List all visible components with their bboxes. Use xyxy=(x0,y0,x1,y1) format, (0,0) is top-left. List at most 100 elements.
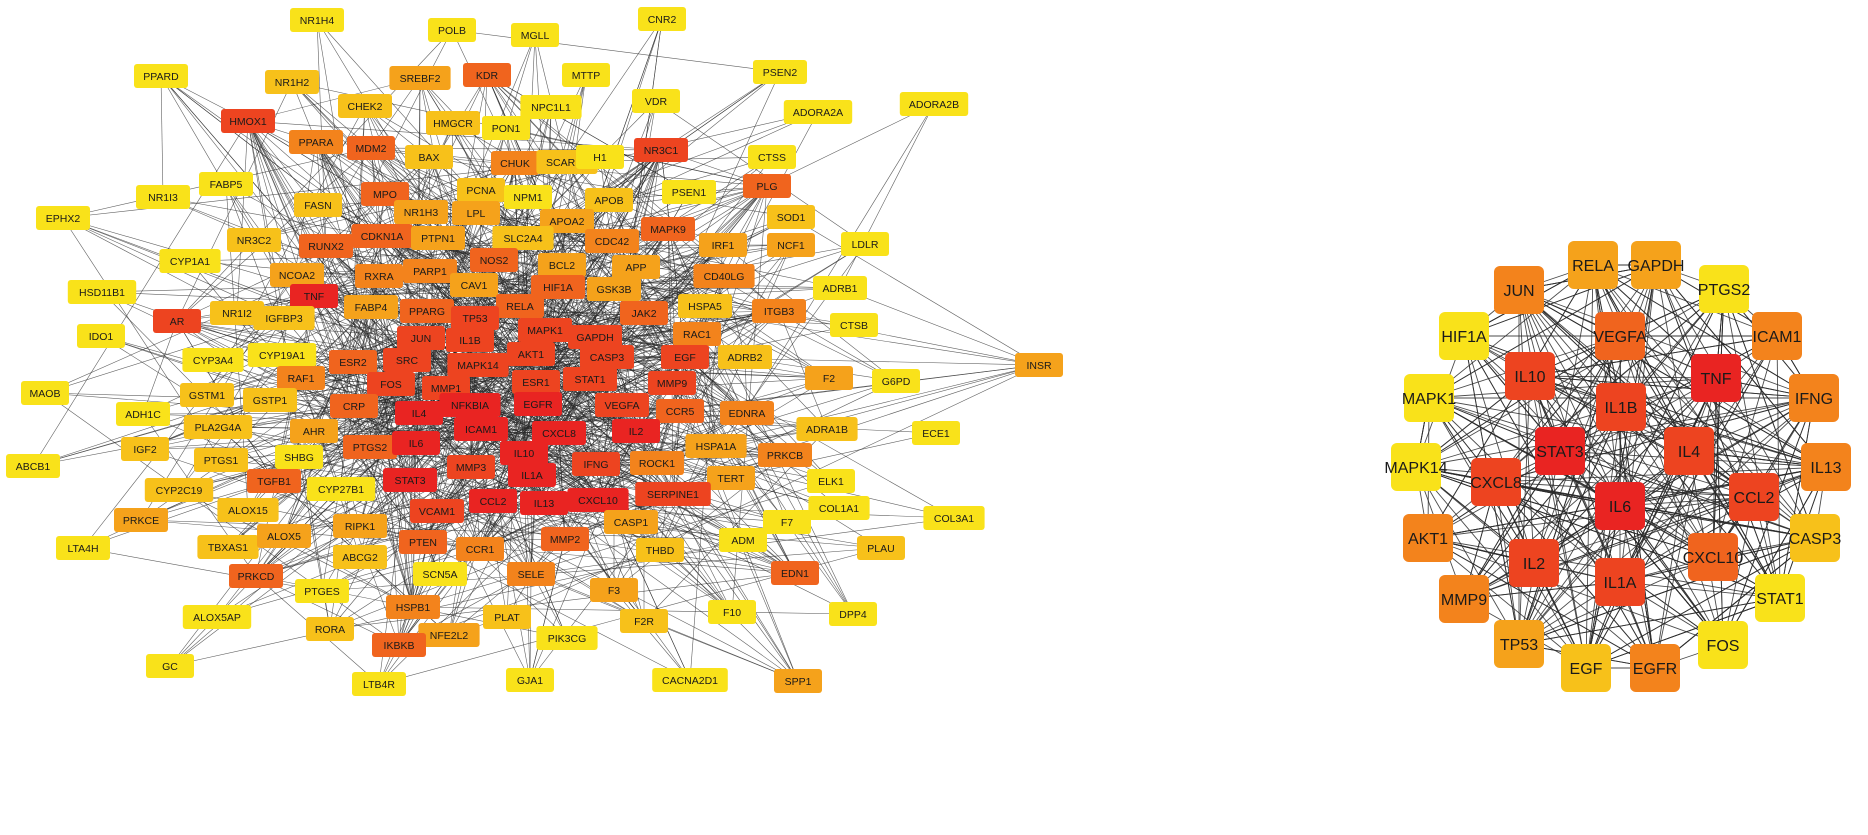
gene-node-box xyxy=(1494,266,1544,314)
gene-node-label: PPARA xyxy=(299,137,334,149)
gene-node-mmp9: MMP9 xyxy=(648,371,696,395)
gene-node-box xyxy=(180,383,234,407)
gene-node-label: MAOB xyxy=(30,388,61,400)
gene-node-fos: FOS xyxy=(1698,621,1748,669)
gene-node-egfr: EGFR xyxy=(514,392,562,416)
network-edge xyxy=(206,105,366,396)
gene-node-label: TGFB1 xyxy=(257,476,291,488)
gene-node-label: HSPB1 xyxy=(396,602,431,614)
gene-node-label: GAPDH xyxy=(1628,258,1685,275)
gene-node-jun: JUN xyxy=(397,326,445,350)
network-edge xyxy=(1463,335,1656,669)
gene-node-label: CNR2 xyxy=(648,14,677,26)
gene-node-abcg2: ABCG2 xyxy=(333,545,387,569)
network-edge xyxy=(1533,377,1717,564)
gene-node-label: IL6 xyxy=(409,438,424,450)
gene-node-label: CYP3A4 xyxy=(193,355,233,367)
network-edge xyxy=(1585,537,1816,669)
gene-node-label: SELE xyxy=(518,569,545,581)
gene-node-label: F10 xyxy=(723,607,741,619)
gene-node-cacna2d1: CACNA2D1 xyxy=(652,668,728,692)
gene-node-box xyxy=(182,605,252,629)
gene-node-nr1h2: NR1H2 xyxy=(265,70,319,94)
gene-node-label: MTTP xyxy=(572,70,601,82)
gene-node-cnr2: CNR2 xyxy=(638,7,686,31)
gene-node-icam1: ICAM1 xyxy=(454,417,508,441)
network-edge xyxy=(451,29,516,164)
gene-node-insr: INSR xyxy=(1015,353,1063,377)
gene-node-box xyxy=(1561,644,1611,692)
gene-node-hmgcr: HMGCR xyxy=(426,111,480,135)
gene-node-il13: IL13 xyxy=(1801,443,1851,491)
network-edge xyxy=(606,149,662,358)
gene-node-adora2b: ADORA2B xyxy=(899,92,969,116)
gene-node-il1a: IL1A xyxy=(1595,558,1645,606)
network-edge xyxy=(1712,377,1717,558)
network-edge xyxy=(1518,289,1827,468)
gene-node-il6: IL6 xyxy=(1595,482,1645,530)
gene-node-label: CXCL8 xyxy=(542,428,576,440)
gene-node-label: LTA4H xyxy=(67,543,98,555)
gene-node-app: APP xyxy=(612,255,660,279)
gene-node-ltb4r: LTB4R xyxy=(352,672,406,696)
gene-node-box xyxy=(428,18,476,42)
gene-node-box xyxy=(531,275,585,299)
gene-node-label: VEGFA xyxy=(604,400,639,412)
gene-node-label: NOS2 xyxy=(480,255,509,267)
gene-node-box xyxy=(567,488,629,512)
gene-node-ppara: PPARA xyxy=(289,130,343,154)
network-edge xyxy=(1428,397,1827,468)
gene-node-label: CASP3 xyxy=(590,352,625,364)
gene-node-label: CYP27B1 xyxy=(318,484,364,496)
gene-node-cxcl8: CXCL8 xyxy=(1470,458,1522,506)
gene-node-box xyxy=(912,421,960,445)
gene-node-shbg: SHBG xyxy=(275,445,323,469)
network-edge xyxy=(1529,335,1778,377)
network-edge xyxy=(1529,375,1827,468)
gene-node-label: SPP1 xyxy=(785,676,812,688)
gene-node-box xyxy=(463,63,511,87)
gene-node-vegfa: VEGFA xyxy=(1593,312,1647,360)
gene-node-label: EGF xyxy=(674,352,696,364)
gene-node-box xyxy=(146,654,194,678)
gene-node-box xyxy=(774,669,822,693)
gene-node-box xyxy=(580,345,634,369)
gene-node-label: MAPK14 xyxy=(1384,460,1447,477)
gene-node-label: RELA xyxy=(506,301,533,313)
gene-node-ppard: PPARD xyxy=(134,64,188,88)
gene-node-label: IL13 xyxy=(1810,460,1841,477)
gene-node-ripk1: RIPK1 xyxy=(333,514,387,538)
network-edge xyxy=(529,538,566,681)
gene-node-label: ADRA1B xyxy=(806,424,848,436)
network-edge xyxy=(1559,264,1594,452)
gene-node-box xyxy=(805,366,853,390)
gene-node-label: IFNG xyxy=(583,459,608,471)
gene-node-tert: TERT xyxy=(707,466,755,490)
gene-node-rela: RELA xyxy=(1568,241,1618,289)
gene-node-label: GSTP1 xyxy=(253,395,288,407)
gene-node-box xyxy=(808,496,870,520)
gene-node-label: SRC xyxy=(396,355,419,367)
gene-node-label: APOB xyxy=(594,195,623,207)
gene-node-label: PSEN1 xyxy=(672,187,707,199)
gene-node-rora: RORA xyxy=(306,617,354,641)
gene-node-label: PRKCB xyxy=(767,450,803,462)
network-edge xyxy=(1518,397,1815,645)
network-edge xyxy=(329,572,796,630)
gene-node-box xyxy=(1755,574,1805,622)
gene-node-label: SOD1 xyxy=(777,212,806,224)
gene-node-label: CD40LG xyxy=(704,271,745,283)
gene-node-label: NR1I2 xyxy=(222,308,252,320)
gene-node-label: CCL2 xyxy=(1734,490,1775,507)
network-edge xyxy=(426,240,613,312)
gene-node-casp3: CASP3 xyxy=(1789,514,1841,562)
network-edge xyxy=(1428,397,1621,583)
gene-node-cyp1a1: CYP1A1 xyxy=(159,249,221,273)
gene-node-box xyxy=(275,445,323,469)
gene-node-adh1c: ADH1C xyxy=(116,402,170,426)
gene-node-ccl2: CCL2 xyxy=(1729,473,1779,521)
gene-node-npm1: NPM1 xyxy=(504,185,552,209)
gene-node-abcb1: ABCB1 xyxy=(6,454,60,478)
